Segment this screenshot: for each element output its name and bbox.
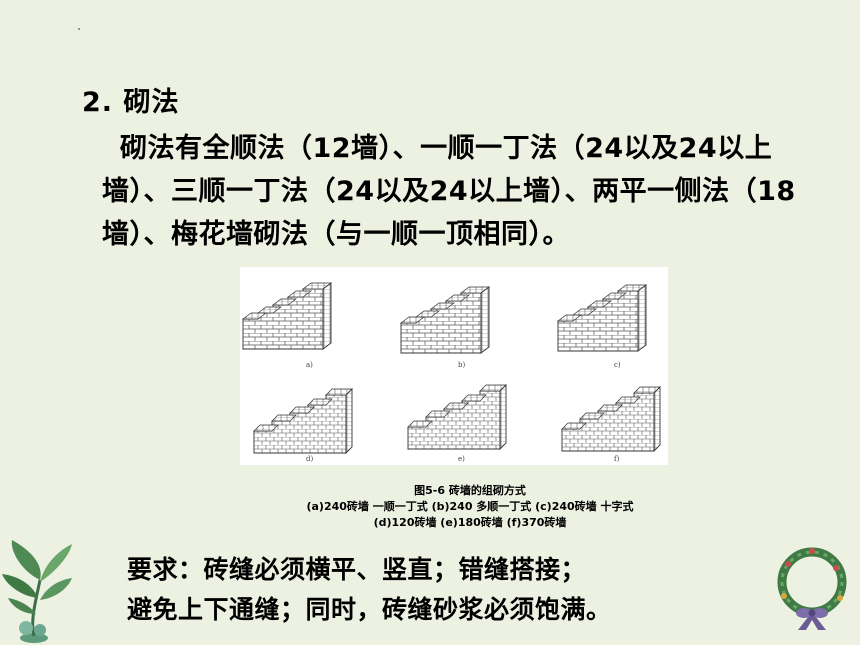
section-heading: 2. 砌法	[82, 87, 180, 118]
panel-label-e: e)	[458, 455, 465, 463]
wall-diagram-e	[407, 384, 507, 450]
wall-diagram-d	[253, 388, 353, 454]
caption-line-1: (a)240砖墙 一顺一丁式 (b)240 多顺一丁式 (c)240砖墙 十字式	[306, 500, 634, 513]
panel-label-f: f)	[614, 455, 620, 463]
wall-diagram-b	[400, 286, 490, 354]
wreath-icon	[777, 547, 847, 630]
panel-label-a: a)	[306, 361, 313, 369]
caption-line-2: (d)120砖墙 (e)180砖墙 (f)370砖墙	[373, 516, 567, 529]
caption-title: 图5-6 砖墙的组砌方式	[414, 484, 526, 497]
brick-wall-diagrams: a) b) c) d) e) f)	[242, 282, 661, 463]
wall-diagram-c	[557, 284, 647, 352]
figure-caption: 图5-6 砖墙的组砌方式 (a)240砖墙 一顺一丁式 (b)240 多顺一丁式…	[210, 483, 730, 531]
decorative-dot	[78, 28, 80, 30]
panel-label-b: b)	[458, 361, 465, 369]
masonry-methods-paragraph: 砌法有全顺法（12墙）、一顺一丁法（24以及24以上墙）、三顺一丁法（24以及2…	[102, 133, 796, 250]
wall-diagram-f	[561, 386, 661, 452]
requirements-line-2: 避免上下通缝；同时，砖缝砂浆必须饱满。	[127, 595, 612, 624]
requirements-line-1: 要求：砖缝必须横平、竖直；错缝搭接；	[127, 555, 587, 584]
requirements-text: 要求：砖缝必须横平、竖直；错缝搭接； 避免上下通缝；同时，砖缝砂浆必须饱满。	[127, 550, 612, 630]
wall-diagram-a	[242, 282, 332, 350]
leaf-plant-icon	[2, 540, 72, 643]
panel-label-c: c)	[614, 361, 621, 369]
brick-wall-figure: a) b) c) d) e) f)	[240, 267, 668, 465]
panel-label-d: d)	[306, 455, 313, 463]
